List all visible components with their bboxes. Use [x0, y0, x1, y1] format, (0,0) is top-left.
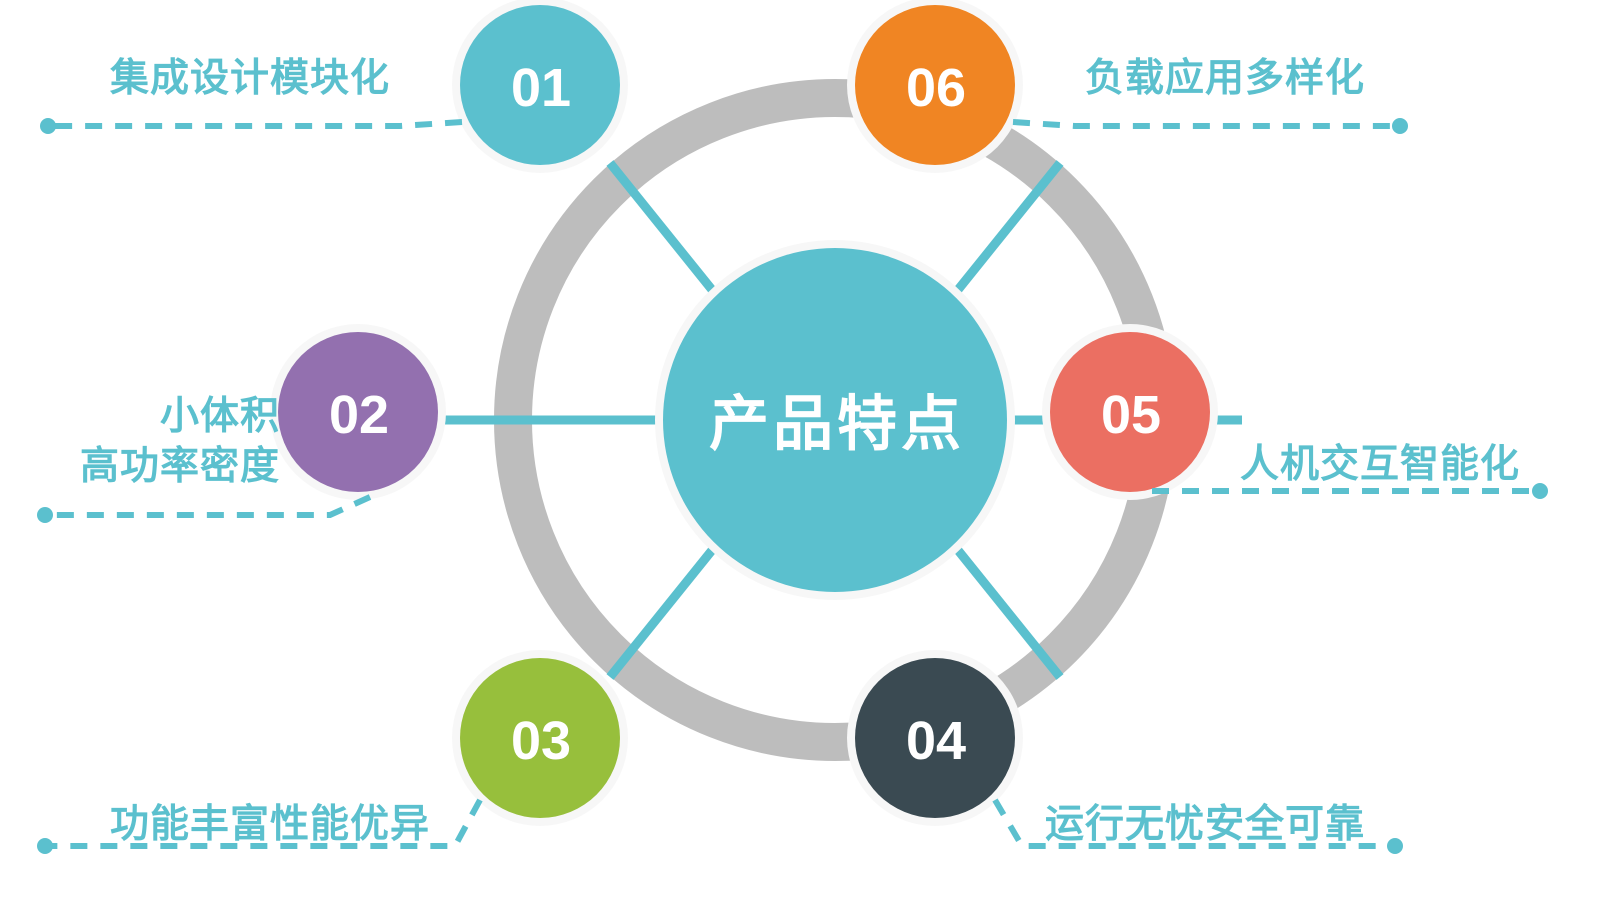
- node-05-number: 05: [1101, 385, 1161, 445]
- connector-06: [1012, 119, 1400, 129]
- spoke-to-03: [606, 546, 717, 680]
- node-01-number: 01: [511, 58, 571, 118]
- node-03-circle[interactable]: [460, 658, 620, 818]
- caption-02-line-1: 小体积: [159, 395, 280, 438]
- caption-02: 小体积 高功率密度: [40, 392, 280, 492]
- hub-label: 产品特点: [709, 391, 965, 458]
- caption-06: 负载应用多样化: [1085, 57, 1366, 100]
- node-06-circle[interactable]: [855, 5, 1015, 165]
- node-04-number: 04: [906, 711, 966, 771]
- connector-dot-06: [1392, 118, 1408, 134]
- node-05-circle[interactable]: [1050, 332, 1210, 492]
- spoke-to-06: [953, 160, 1064, 294]
- caption-03: 功能丰富性能优异: [109, 803, 430, 846]
- node-04-circle[interactable]: [855, 658, 1015, 818]
- connector-02: [45, 494, 372, 518]
- connector-dot-05: [1532, 483, 1548, 499]
- node-01-circle[interactable]: [460, 5, 620, 165]
- connectors-group: [45, 119, 1540, 849]
- hub-circle[interactable]: [663, 248, 1007, 592]
- caption-01: 集成设计模块化: [109, 57, 390, 100]
- connector-dot-03: [37, 838, 53, 854]
- node-06-number: 06: [906, 58, 966, 118]
- connector-dots-group: [37, 118, 1548, 854]
- connector-dot-02: [37, 507, 53, 523]
- spoke-to-01: [606, 160, 717, 294]
- caption-04: 运行无忧安全可靠: [1045, 803, 1366, 846]
- connector-01: [48, 119, 463, 129]
- spoke-to-04: [953, 546, 1064, 680]
- caption-02-line-2: 高功率密度: [79, 445, 280, 488]
- node-02-number: 02: [329, 385, 389, 445]
- node-02-circle[interactable]: [278, 332, 438, 492]
- caption-05: 人机交互智能化: [1240, 443, 1521, 486]
- node-03-number: 03: [511, 711, 571, 771]
- connector-04: [992, 798, 1395, 849]
- connector-dot-04: [1387, 838, 1403, 854]
- connector-dot-01: [40, 118, 56, 134]
